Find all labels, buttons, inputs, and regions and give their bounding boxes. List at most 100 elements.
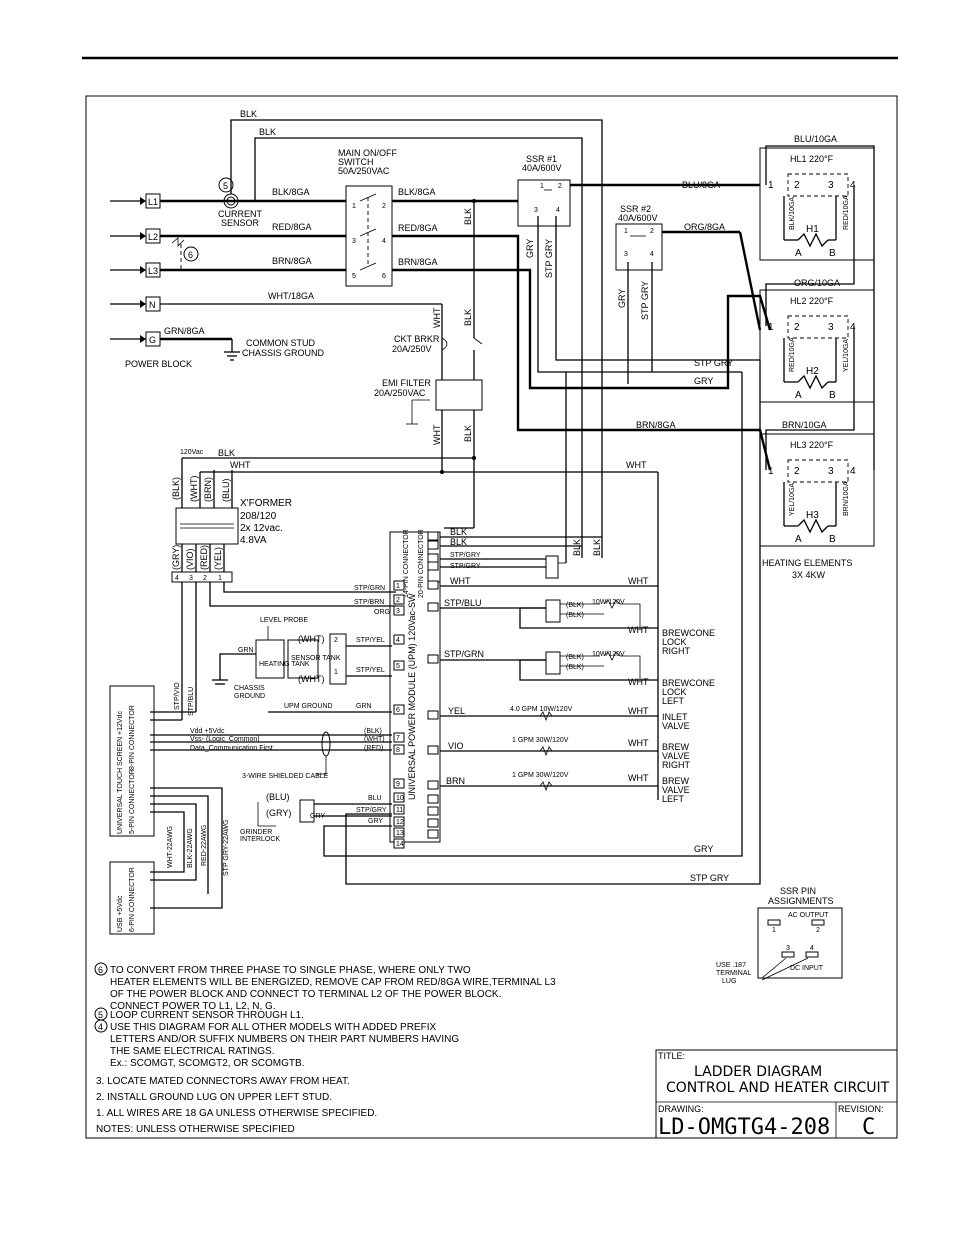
svg-text:A: A: [795, 390, 802, 401]
svg-text:H1: H1: [806, 224, 819, 235]
upm-pin-11: [393, 804, 405, 815]
svg-text:(BLU): (BLU): [266, 792, 290, 802]
svg-text:10W/120V: 10W/120V: [592, 651, 625, 658]
svg-text:STP/GRN: STP/GRN: [444, 649, 484, 659]
upm-out-pin: [427, 710, 439, 720]
svg-text:BLK: BLK: [450, 527, 467, 537]
svg-text:20A/250V: 20A/250V: [392, 344, 432, 354]
svg-text:GRN: GRN: [356, 703, 372, 710]
svg-text:USE .187: USE .187: [716, 962, 746, 969]
svg-text:3-WIRE SHIELDED CABLE: 3-WIRE SHIELDED CABLE: [242, 773, 329, 780]
svg-text:20-PIN CONNECTOR: 20-PIN CONNECTOR: [418, 529, 425, 598]
svg-text:2: 2: [650, 228, 654, 235]
wire-blu8: BLU/8GA: [682, 180, 720, 190]
switch-label-2: SWITCH: [338, 157, 374, 167]
svg-text:RED/10GA: RED/10GA: [843, 195, 850, 230]
svg-text:120Vac: 120Vac: [180, 449, 204, 456]
label-l1: L1: [148, 197, 158, 207]
svg-text:VIO: VIO: [448, 741, 464, 751]
svg-text:BREWCONE: BREWCONE: [662, 628, 715, 638]
switch-label-1: MAIN ON/OFF: [338, 148, 397, 158]
svg-text:1 GPM 30W/120V: 1 GPM 30W/120V: [512, 737, 569, 744]
svg-text:YEL/10GA: YEL/10GA: [789, 483, 796, 516]
svg-text:WHT: WHT: [628, 706, 649, 716]
svg-text:VALVE: VALVE: [662, 785, 690, 795]
svg-text:LEFT: LEFT: [662, 794, 685, 804]
heater-h2-element: [797, 374, 829, 390]
ssr-1: SSR #1 40A/600V 1 2 3 4: [517, 154, 571, 227]
svg-text:STP GRY: STP GRY: [544, 239, 554, 278]
svg-text:4: 4: [850, 322, 856, 333]
svg-text:4.0 GPM 10W/120V: 4.0 GPM 10W/120V: [510, 706, 573, 713]
svg-text:14-PIN CONNECTOR: 14-PIN CONNECTOR: [403, 529, 410, 598]
emi-filter: EMI FILTER 20A/250VAC: [374, 378, 483, 425]
svg-text:WHT: WHT: [450, 576, 471, 586]
stp-gry-return: [345, 359, 761, 885]
svg-text:(BLK): (BLK): [364, 728, 382, 735]
circuit-breaker: CKT BRKR 20A/250V WHT BLK: [392, 304, 483, 380]
svg-text:10W/120V: 10W/120V: [592, 599, 625, 606]
svg-text:(BLK): (BLK): [171, 477, 181, 500]
svg-text:THE SAME ELECTRICAL RATINGS.: THE SAME ELECTRICAL RATINGS.: [110, 1046, 274, 1057]
svg-text:4: 4: [850, 466, 856, 477]
svg-text:WHT: WHT: [230, 460, 251, 470]
heater-hl2: HL2 220°F 1 2 3 4 H2 A B RED/10GA YEL/10…: [759, 289, 875, 403]
svg-text:GROUND: GROUND: [234, 693, 265, 700]
svg-text:HL2 220°F: HL2 220°F: [790, 296, 834, 306]
upm-out-pin: [427, 580, 439, 590]
svg-text:Vss- (Logic_Common): Vss- (Logic_Common): [190, 736, 260, 743]
svg-text:(BLK): (BLK): [566, 654, 584, 661]
wire-org8: ORG/8GA: [684, 222, 725, 232]
svg-text:3. LOCATE MATED CONNECTORS AWA: 3. LOCATE MATED CONNECTORS AWAY FROM HEA…: [96, 1076, 350, 1087]
svg-text:LETTERS AND/OR SUFFIX NUMBERS: LETTERS AND/OR SUFFIX NUMBERS ON THEIR P…: [110, 1034, 459, 1045]
revision-label: REVISION:: [838, 1104, 884, 1114]
upm-pin-8: [393, 744, 405, 755]
ground-label-1: COMMON STUD: [246, 338, 315, 348]
upm-pin-7: [393, 732, 405, 743]
upm-pin-1: [393, 580, 405, 591]
svg-text:4: 4: [810, 945, 814, 952]
svg-text:WHT: WHT: [432, 307, 442, 328]
svg-text:BLK: BLK: [463, 309, 473, 326]
svg-text:(WHT): (WHT): [298, 634, 325, 644]
red8-to-hl3: [474, 234, 772, 471]
wire-brn8-2: BRN/8GA: [636, 420, 676, 430]
svg-text:HEATER ELEMENTS WILL BE ENERGI: HEATER ELEMENTS WILL BE ENERGIZED, REMOV…: [110, 977, 556, 988]
svg-text:GRINDER: GRINDER: [240, 829, 272, 836]
upm-pin-9: [393, 778, 405, 789]
level-probe: LEVEL PROBE HEATING TANK SENSOR TANK (WH…: [212, 617, 392, 713]
svg-text:EMI FILTER: EMI FILTER: [382, 378, 431, 388]
svg-text:H2: H2: [806, 366, 819, 377]
svg-text:STP/BRN: STP/BRN: [354, 599, 384, 606]
svg-text:BLK: BLK: [450, 537, 467, 547]
upm-pin-label: 12: [396, 819, 404, 826]
blk-label-top: BLK: [240, 109, 257, 119]
usb-module: USB +5Vdc 6-PIN CONNECTOR WHT-22AWG BLK-…: [109, 820, 230, 935]
svg-text:BLK/10GA: BLK/10GA: [789, 197, 796, 230]
svg-text:LUG: LUG: [722, 978, 736, 985]
svg-text:HL3 220°F: HL3 220°F: [790, 440, 834, 450]
svg-text:1: 1: [352, 203, 356, 210]
upm-pin-label: 14: [396, 841, 404, 848]
svg-text:4: 4: [850, 180, 856, 191]
heating-elements-label-1: HEATING ELEMENTS: [762, 558, 852, 568]
svg-text:STP/GRN: STP/GRN: [354, 585, 385, 592]
svg-text:3: 3: [828, 466, 834, 477]
ssr-pin-box: SSR PIN ASSIGNMENTS AC OUTPUT 1 2 3 4 DC…: [716, 886, 843, 985]
label-l2: L2: [148, 232, 158, 242]
upm-out-pin: [427, 780, 439, 790]
svg-text:BLK: BLK: [463, 208, 473, 225]
load-inlet-valve: 4.0 GPM 10W/120V WHT INLET VALVE: [510, 706, 690, 731]
svg-text:3: 3: [352, 238, 356, 245]
revision-value: C: [862, 1115, 875, 1140]
upm-out-pin: [427, 531, 439, 541]
wire-wht18: WHT/18GA: [268, 291, 314, 301]
svg-text:BRN/10GA: BRN/10GA: [782, 420, 827, 430]
label-n: N: [149, 300, 156, 310]
svg-text:BREW: BREW: [662, 742, 690, 752]
svg-text:2: 2: [794, 180, 800, 191]
svg-text:STP/VIO: STP/VIO: [174, 682, 181, 710]
diagram-frame: [85, 95, 898, 1139]
upm-right-pins: [427, 531, 439, 839]
